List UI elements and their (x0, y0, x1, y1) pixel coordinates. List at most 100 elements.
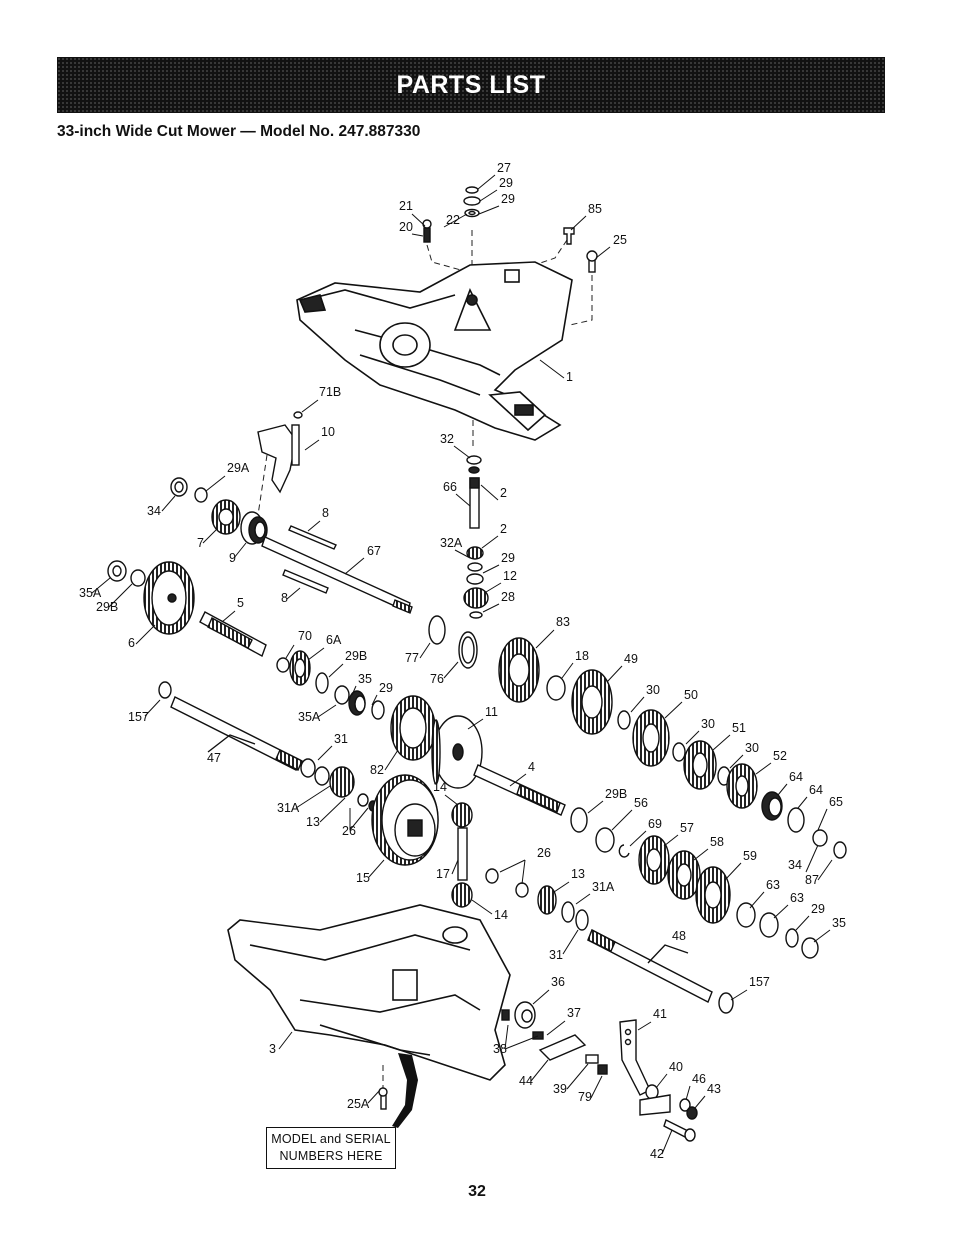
part-label-51: 51 (732, 721, 746, 735)
part-label-29B: 29B (96, 600, 118, 614)
part-label-65: 65 (829, 795, 843, 809)
part-label-67: 67 (367, 544, 381, 558)
part-label-77: 77 (405, 651, 419, 665)
bolt-25a (378, 1087, 388, 1110)
part-label-76: 76 (430, 672, 444, 686)
part-label-58: 58 (710, 835, 724, 849)
part-label-6: 6 (128, 636, 135, 650)
part-label-87: 87 (805, 873, 819, 887)
part-label-41: 41 (653, 1007, 667, 1021)
part-label-26: 26 (537, 846, 551, 860)
part-label-6A: 6A (326, 633, 342, 647)
part-label-2: 2 (500, 522, 507, 536)
part-label-27: 27 (497, 161, 511, 175)
part-label-2: 2 (500, 486, 507, 500)
part-label-40: 40 (669, 1060, 683, 1074)
part-label-8: 8 (281, 591, 288, 605)
shaft-5 (199, 611, 267, 658)
part-label-64: 64 (789, 770, 803, 784)
shaft-48 (587, 929, 734, 1014)
part-label-30: 30 (701, 717, 715, 731)
part-label-63: 63 (790, 891, 804, 905)
part-label-66: 66 (443, 480, 457, 494)
part-label-7: 7 (197, 536, 204, 550)
part-label-47: 47 (207, 751, 221, 765)
part-label-11: 11 (485, 705, 498, 719)
part-label-25A: 25A (347, 1097, 370, 1111)
part-label-22: 22 (446, 213, 460, 227)
part-label-64: 64 (809, 783, 823, 797)
header-banner: PARTS LIST (57, 57, 885, 113)
bevel-and-spur-gears (329, 695, 483, 812)
part-label-56: 56 (634, 796, 648, 810)
part-label-29: 29 (379, 681, 393, 695)
part-label-59: 59 (743, 849, 757, 863)
part-label-34: 34 (788, 858, 802, 872)
shift-fork (257, 411, 303, 494)
part-label-57: 57 (680, 821, 694, 835)
part-label-42: 42 (650, 1147, 664, 1161)
part-label-29B: 29B (605, 787, 627, 801)
left-gear-stack (170, 477, 268, 545)
part-label-32: 32 (440, 432, 454, 446)
part-label-25: 25 (613, 233, 627, 247)
part-label-18: 18 (575, 649, 589, 663)
upper-housing (296, 261, 573, 441)
part-label-71B: 71B (319, 385, 341, 399)
part-label-13: 13 (306, 815, 320, 829)
model-serial-callout: MODEL and SERIAL NUMBERS HERE (266, 1127, 396, 1169)
part-label-14: 14 (494, 908, 508, 922)
part-label-30: 30 (646, 683, 660, 697)
shaft-47 (158, 681, 330, 786)
shaft-4 (473, 764, 566, 816)
part-label-31: 31 (334, 732, 348, 746)
part-label-32A: 32A (440, 536, 463, 550)
part-label-17: 17 (436, 867, 450, 881)
part-label-4: 4 (528, 760, 535, 774)
gear-6a-group (276, 650, 385, 720)
part-label-1: 1 (566, 370, 573, 384)
part-label-157: 157 (128, 710, 149, 724)
part-label-46: 46 (692, 1072, 706, 1086)
upper-shafts (261, 525, 413, 614)
part-label-29: 29 (501, 192, 515, 206)
part-label-21: 21 (399, 199, 413, 213)
part-label-69: 69 (648, 817, 662, 831)
serial-pointer-arrow (392, 1053, 418, 1128)
part-label-26: 26 (342, 824, 356, 838)
part-label-157: 157 (749, 975, 770, 989)
differential-pinions (451, 802, 589, 931)
lower-right-gears (570, 807, 819, 959)
right-gear-train (498, 637, 847, 859)
part-label-34: 34 (147, 504, 161, 518)
part-label-85: 85 (588, 202, 602, 216)
part-label-29: 29 (811, 902, 825, 916)
callout-line-1: MODEL and SERIAL (271, 1132, 391, 1146)
part-label-31: 31 (549, 948, 563, 962)
page-number: 32 (468, 1183, 486, 1200)
part-label-5: 5 (237, 596, 244, 610)
gear-15 (371, 774, 439, 866)
part-label-82: 82 (370, 763, 384, 777)
part-label-35A: 35A (298, 710, 321, 724)
gear-6-group (107, 560, 195, 635)
part-label-10: 10 (321, 425, 335, 439)
part-label-36: 36 (551, 975, 565, 989)
part-label-14: 14 (433, 780, 447, 794)
diagram-subtitle: 33-inch Wide Cut Mower — Model No. 247.8… (57, 123, 421, 140)
part-label-49: 49 (624, 652, 638, 666)
part-label-39: 39 (553, 1082, 567, 1096)
callout-line-2: NUMBERS HERE (279, 1149, 383, 1163)
part-label-31A: 31A (592, 880, 615, 894)
part-label-29B: 29B (345, 649, 367, 663)
leader-lines (91, 174, 833, 1155)
part-label-63: 63 (766, 878, 780, 892)
part-label-3: 3 (269, 1042, 276, 1056)
part-label-48: 48 (672, 929, 686, 943)
part-label-83: 83 (556, 615, 570, 629)
part-label-38: 38 (493, 1042, 507, 1056)
part-label-35: 35 (832, 916, 846, 930)
part-label-37: 37 (567, 1006, 581, 1020)
